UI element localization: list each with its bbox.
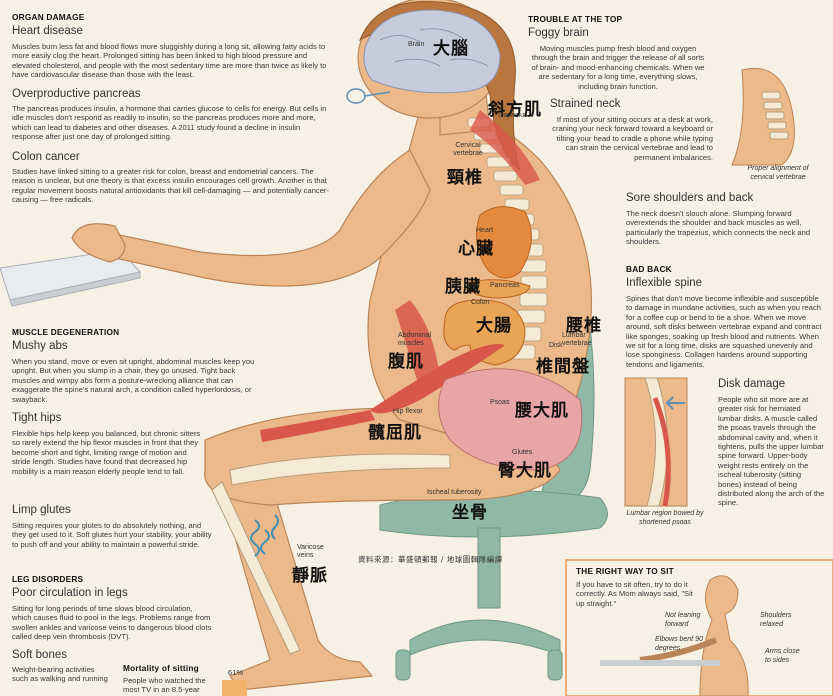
tight-hips-body: Flexible hips help keep you balanced, bu… — [12, 429, 201, 476]
neck-inset — [731, 67, 795, 166]
disk-inset — [624, 377, 688, 507]
label-cervical: Cervical vertebrae — [453, 142, 483, 157]
pancreas-organ — [469, 279, 531, 299]
poor-circulation-title: Poor circulation in legs — [12, 587, 128, 599]
hip-flexor-muscle — [260, 410, 375, 442]
mortality-bar — [222, 680, 247, 696]
muscle-degeneration-heading: MUSCLE DEGENERATION — [12, 327, 120, 337]
trapezius-muscle — [470, 110, 540, 185]
note-elbows: Elbows bent 90 degrees — [655, 636, 703, 652]
zh-cervical: 頸椎 — [447, 168, 483, 188]
zh-abdominal: 腹肌 — [388, 352, 424, 372]
strained-neck-body: If most of your sitting occurs at a desk… — [552, 115, 713, 162]
disk-damage-body: People who sit more are at greater risk … — [718, 395, 825, 508]
sore-shoulders-title: Sore shoulders and back — [626, 192, 754, 204]
glasses — [346, 88, 391, 104]
brain-folds — [379, 28, 489, 67]
label-hipflexor: Hip flexor — [393, 408, 423, 415]
tibia-bone — [211, 481, 301, 655]
label-glutes: Glutes — [512, 449, 533, 456]
soft-bones-title: Soft bones — [12, 649, 67, 661]
zh-pancreas: 胰臟 — [445, 277, 481, 297]
femur-bone — [229, 453, 451, 486]
glutes-muscle — [438, 368, 583, 471]
heart-disease-title: Heart disease — [12, 25, 83, 37]
colon-organ — [443, 299, 526, 366]
poor-circulation-body: Sitting for long periods of time slows b… — [12, 604, 212, 642]
inflexible-spine-body: Spines that don't move become inflexible… — [626, 294, 822, 369]
zh-lumbar: 腰椎 — [566, 316, 602, 336]
mushy-abs-body: When you stand, move or even sit upright… — [12, 357, 255, 404]
label-brain: Brain — [408, 41, 425, 48]
leg-disorders-heading: LEG DISORDERS — [12, 574, 84, 584]
mortality-body: People who watched the most TV in an 8.5… — [123, 676, 206, 695]
sore-shoulders-body: The neck doesn't slouch alone. Slumping … — [626, 209, 811, 247]
zh-trapezius: 斜方肌 — [488, 100, 542, 120]
organ-damage-heading: ORGAN DAMAGE — [12, 12, 85, 22]
disk-damage-title: Disk damage — [718, 378, 786, 390]
inflexible-spine-title: Inflexible spine — [626, 277, 703, 289]
label-colon: Colon — [471, 299, 490, 306]
foggy-brain-title: Foggy brain — [528, 27, 589, 39]
limp-glutes-title: Limp glutes — [12, 504, 71, 516]
right-way-body: If you have to sit often, try to do it c… — [576, 580, 693, 608]
keyboard — [0, 249, 141, 307]
zh-psoas: 腰大肌 — [515, 401, 569, 421]
colon-cancer-body: Studies have linked sitting to a greater… — [12, 167, 329, 205]
limp-glutes-body: Sitting requires your glutes to do absol… — [12, 521, 212, 549]
label-psoas: Psoas — [490, 399, 510, 406]
tight-hips-title: Tight hips — [12, 412, 62, 424]
source-credit: 資料來源：華盛頓郵報 / 地球圖輯隊編譯 — [358, 555, 503, 564]
pancreas-title: Overproductive pancreas — [12, 88, 141, 100]
brain-organ — [363, 9, 501, 94]
abdominal-muscle — [395, 300, 440, 390]
bad-back-heading: BAD BACK — [626, 264, 672, 274]
mortality-title: Mortality of sitting — [123, 663, 199, 673]
foggy-brain-body: Moving muscles pump fresh blood and oxyg… — [531, 44, 705, 91]
zh-brain: 大腦 — [433, 39, 469, 59]
label-disk: Disk — [549, 342, 563, 349]
pancreas-body: The pancreas produces insulin, a hormone… — [12, 104, 327, 142]
zh-colon: 大腸 — [476, 316, 512, 336]
neck-caption: Proper alignment of cervical vertebrae — [747, 165, 809, 181]
right-way-heading: THE RIGHT WAY TO SIT — [576, 566, 674, 576]
mortality-value: 61% — [228, 668, 244, 677]
disk-caption: Lumbar region bowed by shortened psoas — [626, 510, 704, 526]
varicose-veins — [250, 514, 279, 557]
right-way-inset — [565, 559, 833, 696]
trouble-heading: TROUBLE AT THE TOP — [528, 14, 623, 24]
soft-bones-body: Weight-bearing activities such as walkin… — [12, 665, 108, 684]
zh-glutes: 臀大肌 — [498, 461, 552, 481]
note-arms: Arms close to sides — [765, 648, 800, 664]
zh-heart: 心臟 — [458, 239, 494, 259]
zh-ischeal: 坐骨 — [452, 503, 488, 523]
zh-disk: 椎間盤 — [536, 357, 590, 377]
label-pancreas: Pancreas — [490, 282, 520, 289]
note-shoulders: Shoulders relaxed — [760, 612, 792, 628]
label-lumbar: Lumbar vertebrae — [562, 332, 592, 347]
label-ischeal: Ischeal tuberosity — [427, 489, 482, 496]
psoas-muscle — [370, 344, 505, 414]
heart-disease-body: Muscles burn less fat and blood flows mo… — [12, 42, 327, 80]
zh-varicose: 靜脈 — [292, 566, 328, 586]
note-not-leaning: Not leaning forward — [665, 612, 701, 628]
label-trapezius: Trapezius — [497, 112, 528, 119]
mushy-abs-title: Mushy abs — [12, 340, 68, 352]
label-abdominal: Abdominal muscles — [398, 332, 432, 347]
heart-organ — [475, 206, 532, 279]
label-varicose: Varicose veins — [297, 544, 324, 559]
zh-hipflexor: 髖屈肌 — [368, 423, 422, 443]
label-heart: Heart — [476, 227, 494, 234]
strained-neck-title: Strained neck — [550, 98, 621, 110]
colon-cancer-title: Colon cancer — [12, 151, 80, 163]
